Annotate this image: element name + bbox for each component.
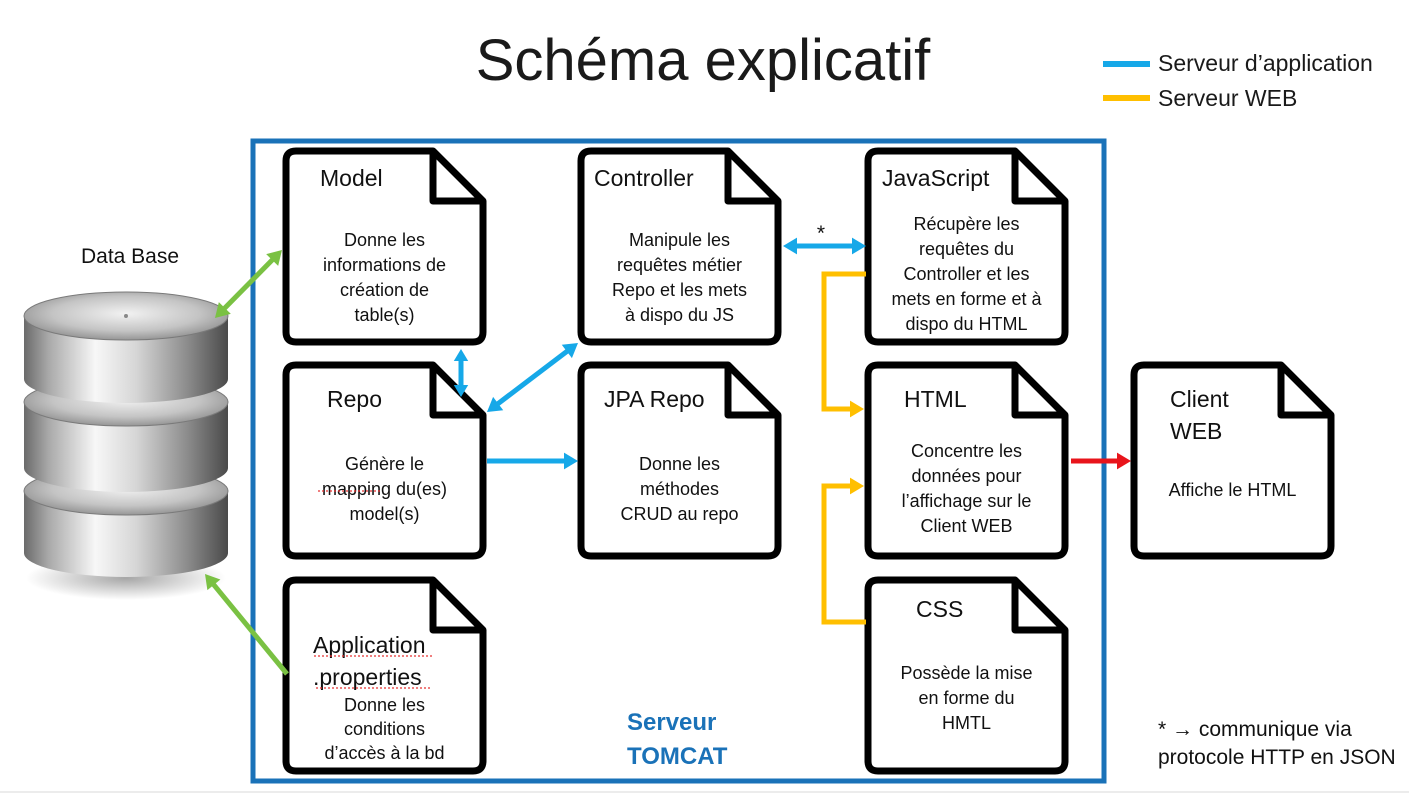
doc-application-properties-title-2: .properties	[313, 664, 422, 690]
arrow-repo-controller	[494, 347, 571, 408]
note-line-2: protocole HTTP en JSON	[1158, 746, 1396, 769]
arrow-properties-database	[210, 581, 289, 676]
doc-javascript-title-1: JavaScript	[882, 165, 990, 191]
database-disk-bottom-base	[24, 529, 228, 577]
database-disk-top-base	[24, 355, 228, 403]
doc-jpa-repo-fold	[724, 365, 778, 419]
doc-html-body-line-1: Concentre les	[911, 441, 1022, 461]
doc-client-web-fold	[1277, 365, 1331, 419]
arrow-repo-controller-head-start	[487, 396, 504, 412]
legend-label-web-server: Serveur WEB	[1158, 85, 1297, 111]
doc-css-body-line-2: en forme du	[918, 688, 1014, 708]
doc-css-body-line-3: HMTL	[942, 713, 991, 733]
arrow-javascript-html-head	[850, 400, 864, 418]
doc-javascript-fold	[1011, 151, 1065, 205]
spellcheck-marks	[314, 490, 433, 689]
doc-javascript-body-line-3: Controller et les	[903, 264, 1029, 284]
doc-application-properties-body-line-2: conditions	[344, 719, 425, 739]
doc-client-web-title-1: Client	[1170, 386, 1229, 412]
doc-model-body-line-1: Donne les	[344, 230, 425, 250]
doc-application-properties-fold	[429, 580, 483, 634]
arrow-repo-jparepo-head-end	[564, 452, 578, 470]
doc-html-title-1: HTML	[904, 386, 967, 412]
server-label-line1: Serveur	[627, 709, 716, 736]
arrow-database-model-head-start	[215, 302, 231, 318]
doc-controller-title-1: Controller	[594, 165, 694, 191]
doc-model-body-line-4: table(s)	[354, 305, 414, 325]
doc-controller-body-line-4: à dispo du JS	[625, 305, 734, 325]
arrow-controller-javascript-head-start	[783, 237, 797, 255]
arrow-javascript-html	[821, 271, 866, 412]
http-json-asterisk: *	[817, 222, 825, 245]
doc-html-body-line-3: l’affichage sur le	[902, 491, 1032, 511]
arrow-repo-controller-head-end	[561, 343, 578, 359]
arrow-css-html	[821, 483, 866, 625]
doc-model-body-line-3: création de	[340, 280, 429, 300]
diagram-title: Schéma explicatif	[476, 28, 931, 93]
arrow-database-model	[221, 256, 276, 312]
server-label-line2: TOMCAT	[627, 743, 728, 770]
arrow-properties-database-head-end	[205, 574, 221, 591]
doc-css-title-1: CSS	[916, 596, 963, 622]
database-label: Data Base	[81, 245, 179, 268]
doc-html-fold	[1011, 365, 1065, 419]
doc-javascript-body-line-1: Récupère les	[913, 214, 1019, 234]
doc-javascript-body-line-5: dispo du HTML	[905, 314, 1027, 334]
doc-model-title-1: Model	[320, 165, 383, 191]
doc-model-body-line-2: informations de	[323, 255, 446, 275]
doc-css-fold	[1011, 580, 1065, 634]
database-icon	[23, 291, 229, 600]
doc-repo-body-line-3: model(s)	[349, 504, 419, 524]
arrow-css-html-head	[850, 477, 864, 495]
doc-client-web-body-line-1: Affiche le HTML	[1169, 480, 1297, 500]
doc-jpa-repo-body-line-2: méthodes	[640, 479, 719, 499]
doc-jpa-repo-body-line-3: CRUD au repo	[620, 504, 738, 524]
doc-repo-body-line-2: mapping du(es)	[322, 479, 447, 499]
doc-controller-body-line-1: Manipule les	[629, 230, 730, 250]
doc-application-properties-title-1: Application	[313, 632, 426, 658]
doc-jpa-repo-body-line-1: Donne les	[639, 454, 720, 474]
doc-css-body-line-1: Possède la mise	[900, 663, 1032, 683]
doc-controller-body-line-2: requêtes métier	[617, 255, 742, 275]
doc-html: HTML Concentre les données pour l’affichage…	[864, 361, 1069, 560]
doc-repo-fold	[429, 365, 483, 419]
doc-controller-fold	[724, 151, 778, 205]
doc-css: CSS Possède la mise en forme du HMTL	[864, 576, 1069, 775]
doc-html-body-line-2: données pour	[911, 466, 1021, 486]
arrow-model-repo-head-end	[453, 385, 469, 397]
connectors	[205, 237, 1131, 676]
database-center-dot	[124, 314, 128, 318]
legend: Serveur d’application Serveur WEB	[1103, 50, 1373, 111]
doc-controller-body-line-3: Repo et les mets	[612, 280, 747, 300]
doc-repo-body-line-1: Génère le	[345, 454, 424, 474]
doc-jpa-repo-title-1: JPA Repo	[604, 386, 705, 412]
doc-model-fold	[429, 151, 483, 205]
database-disk-middle-base	[24, 444, 228, 492]
arrow-database-model-head-end	[266, 250, 282, 266]
doc-javascript-body-line-4: mets en forme et à	[891, 289, 1042, 309]
doc-javascript-body-line-2: requêtes du	[919, 239, 1014, 259]
arrow-model-repo-head-start	[453, 349, 469, 361]
doc-client-web-title-2: WEB	[1170, 418, 1222, 444]
legend-label-app-server: Serveur d’application	[1158, 50, 1373, 76]
doc-client-web-shape	[1130, 361, 1335, 560]
doc-application-properties-body-line-1: Donne les	[344, 695, 425, 715]
note-line-1: * → communique via	[1158, 718, 1352, 741]
doc-application-properties-body-line-3: d’accès à la bd	[324, 743, 444, 763]
arrow-controller-javascript-head-end	[852, 237, 866, 255]
doc-repo-title-1: Repo	[327, 386, 382, 412]
doc-html-body-line-4: Client WEB	[920, 516, 1012, 536]
arrow-html-client-head-end	[1117, 452, 1131, 470]
